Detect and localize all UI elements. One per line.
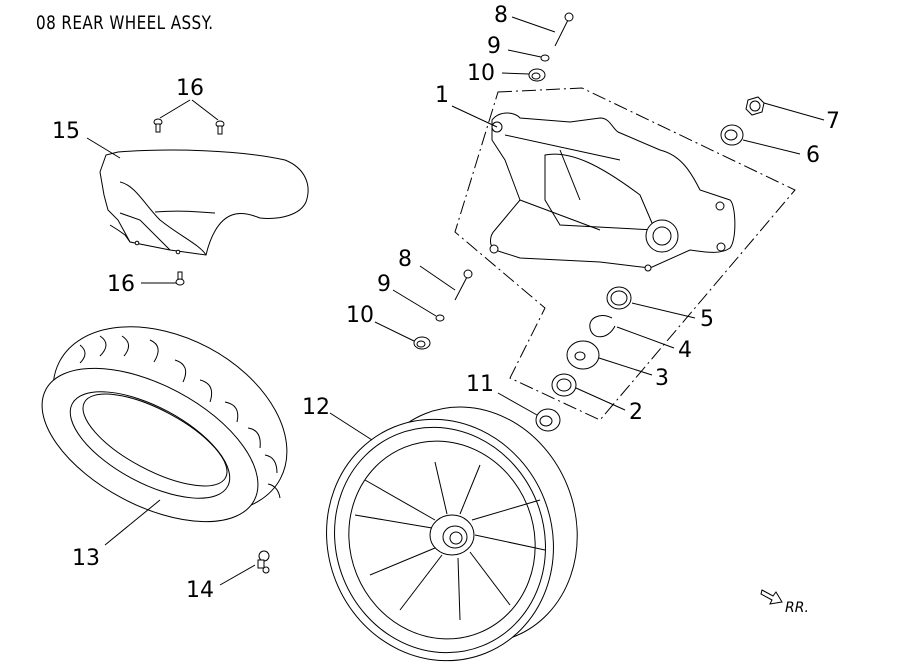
callout-4: 4 — [678, 338, 692, 363]
callout-9-middle: 9 — [377, 272, 391, 297]
callout-11: 11 — [466, 372, 494, 397]
callout-9-top: 9 — [487, 34, 501, 59]
washer-9-middle[interactable] — [435, 314, 445, 322]
oil-seal-5[interactable] — [606, 286, 632, 310]
screw-16-left[interactable] — [153, 118, 163, 133]
screw-16-bottom[interactable] — [175, 271, 185, 286]
callout-14: 14 — [186, 578, 214, 603]
valve-14[interactable] — [257, 550, 270, 574]
callout-7: 7 — [826, 109, 840, 134]
callout-12: 12 — [302, 395, 330, 420]
callout-15: 15 — [52, 119, 80, 144]
callout-10-top: 10 — [467, 61, 495, 86]
collar-10-middle[interactable] — [413, 336, 431, 350]
callout-1: 1 — [435, 83, 449, 108]
bearing-3[interactable] — [566, 340, 600, 370]
circlip-4[interactable] — [589, 315, 616, 338]
direction-label: RR. — [785, 600, 809, 616]
callout-16-bottom: 16 — [107, 272, 135, 297]
callout-10-middle: 10 — [346, 303, 374, 328]
callout-6: 6 — [806, 143, 820, 168]
leader-lines — [86, 16, 825, 586]
callout-3: 3 — [655, 366, 669, 391]
wheel-spokes — [354, 461, 546, 621]
collar-10-top[interactable] — [528, 68, 546, 82]
tire[interactable] — [18, 289, 319, 553]
callout-2: 2 — [629, 400, 643, 425]
callout-8-middle: 8 — [398, 247, 412, 272]
page-title: 08 REAR WHEEL ASSY. — [36, 12, 214, 34]
screw-16-right[interactable] — [215, 120, 225, 135]
bearing-2[interactable] — [551, 373, 577, 397]
washer-6[interactable] — [720, 124, 744, 146]
nut-7[interactable] — [745, 96, 765, 116]
rear-gear-case[interactable] — [489, 112, 736, 272]
rear-fender[interactable] — [99, 149, 309, 256]
direction-indicator: RR. — [760, 589, 809, 616]
bolt-8-top[interactable] — [554, 12, 574, 47]
assembly-boundary — [454, 87, 796, 421]
callout-5: 5 — [700, 307, 714, 332]
callout-13: 13 — [72, 546, 100, 571]
callout-8-top: 8 — [494, 3, 508, 28]
arrow-right-icon — [760, 589, 783, 605]
spacer-11[interactable] — [535, 408, 561, 432]
washer-9-top[interactable] — [540, 54, 550, 62]
callout-16-top: 16 — [176, 76, 204, 101]
rear-wheel-rim[interactable] — [290, 374, 612, 666]
bolt-8-middle[interactable] — [454, 269, 473, 301]
